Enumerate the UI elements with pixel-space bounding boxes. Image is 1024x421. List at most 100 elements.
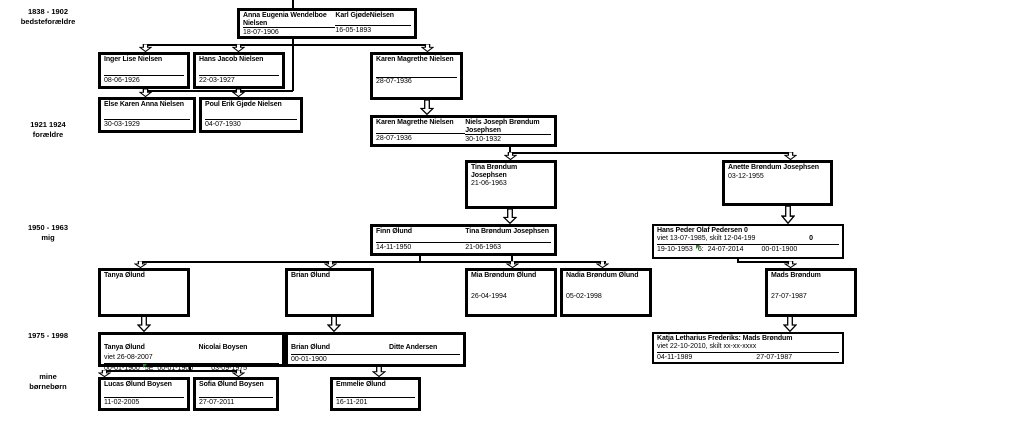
descent-arrow-icon (232, 370, 245, 377)
descent-arrow-icon (139, 89, 152, 97)
generation-label-foraeldre: 1921 1924 forældre (2, 120, 94, 140)
connector-line (292, 0, 294, 9)
person-box-mia-broendum-oelund[interactable]: Mia Brøndum Ølund 26-04-1994 (465, 268, 557, 317)
person-box-hans-jacob-nielsen[interactable]: Hans Jacob Nielsen 22-03-1927 (193, 52, 285, 89)
connector-line (510, 152, 792, 154)
descent-arrow-icon (421, 44, 434, 52)
person-name: Karl GjødeNielsen (335, 12, 394, 19)
date-value: 00-01-1900 (157, 365, 194, 373)
person-name: Inger Lise Nielsen (104, 56, 163, 63)
birth-date: 19-10-1953 (657, 245, 693, 253)
person-box-tanya-oelund[interactable]: Tanya Ølund (98, 268, 190, 317)
person-box-lucas-oelund-boysen[interactable]: Lucas Ølund Boysen 11-02-2005 (98, 377, 190, 411)
person-name: Anna Eugenia Wendelboe Nielsen (243, 12, 327, 27)
person-box-anna-karl[interactable]: Anna Eugenia Wendelboe Nielsen 18-07-190… (237, 8, 417, 39)
person-box-poul-erik-gjoede-nielsen[interactable]: Poul Erik Gjøde Nielsen 04-07-1930 (199, 97, 303, 133)
descent-arrow-icon (783, 316, 797, 332)
person-box-karen-magrethe-nielsen[interactable]: Karen Magrethe Nielsen 28-07-1936 (370, 52, 463, 100)
descent-arrow-icon (139, 44, 152, 52)
person-box-sofia-oelund-boysen[interactable]: Sofia Ølund Boysen 27-07-2011 (193, 377, 279, 411)
descent-arrow-icon (506, 261, 519, 268)
generation-label-bedsteforaeldre: 1838 - 1902 bedsteforældre (2, 7, 94, 27)
descent-arrow-icon (784, 152, 797, 160)
person-box-hans-peder-olaf-pedersen[interactable]: Hans Peder Olaf Pedersen 0 viet 13-07-19… (652, 224, 844, 259)
generation-label-boernebørn: mine børnebørn (2, 372, 94, 392)
person-box-brian-oelund[interactable]: Brian Ølund (285, 268, 374, 317)
date-value: 00-01-1900 (291, 356, 327, 363)
marriage-info: viet 13-07-1985, skilt 12-04-199 (657, 234, 756, 242)
person-box-tina-broendum-josephsen[interactable]: Tina Brøndum Josephsen 21-06-1963 (465, 160, 557, 209)
person-name: Anette Brøndum Josephsen (728, 164, 819, 171)
person-name: Hans Peder Olaf Pedersen 0 (657, 227, 748, 234)
birth-date: 03-12-1955 (728, 172, 764, 180)
birth-date: 27-07-2011 (199, 397, 273, 407)
person-name: Niels Joseph Brøndum Josephsen (465, 119, 540, 134)
generation-name-line2: børnebørn (29, 382, 67, 391)
birth-date: 21-06-1963 (471, 180, 507, 188)
generation-name: mig (41, 233, 55, 242)
connector-line (145, 90, 293, 92)
person-name: Nicolai Boysen (198, 344, 248, 351)
annotation-flag: 5E (142, 363, 154, 373)
birth-date: 16-05-1893 (335, 25, 411, 35)
person-box-finn-tina[interactable]: Finn Ølund 14-11-1950 Tina Brøndum Josep… (370, 224, 557, 256)
person-name: Tina Brøndum Josephsen (465, 228, 549, 235)
descent-arrow-icon (232, 44, 245, 52)
generation-label-mig: 1950 - 1963 mig (2, 223, 94, 243)
date-value: 00-01-1900 (761, 245, 798, 253)
person-name: Finn Ølund (376, 228, 412, 235)
generation-years: 1921 1924 (30, 120, 66, 129)
person-name: Ditte Andersen (389, 344, 438, 351)
marriage-info: viet 22-10-2010, skilt xx-xx-xxxx (657, 342, 757, 350)
descent-arrow-icon (784, 261, 797, 268)
generation-name-line1: mine (39, 372, 57, 381)
person-box-anette-broendum-josephsen[interactable]: Anette Brøndum Josephsen 03-12-1955 (722, 160, 833, 206)
person-name: Mia Brøndum Ølund (471, 272, 537, 279)
person-name: Poul Erik Gjøde Nielsen (205, 101, 282, 108)
descent-arrow-icon (503, 209, 517, 224)
person-name: Hans Jacob Nielsen (199, 56, 264, 63)
person-box-emmelie-oelund[interactable]: Emmelie Ølund 16-11-201 (330, 377, 421, 411)
birth-date: 05-02-1998 (566, 292, 602, 300)
birth-date: 14-11-1950 (376, 242, 466, 252)
connector-line (292, 37, 294, 91)
birth-date: 22-03-1927 (199, 75, 279, 85)
person-box-nadia-broendum-oelund[interactable]: Nadia Brøndum Ølund 05-02-1998 (560, 268, 652, 317)
descent-arrow-icon (596, 261, 609, 268)
person-name: Else Karen Anna Nielsen (104, 101, 184, 108)
person-name: Brian Ølund (291, 344, 330, 351)
marriage-info: viet 26-08-2007 (104, 354, 153, 361)
connector-line (419, 256, 421, 263)
person-box-brian-ditte[interactable]: Brian Ølund Ditte Andersen 00-01-1900 (285, 332, 466, 367)
date-value: 00-01-1900 (104, 365, 140, 373)
person-name: Katja Letharius Frederiks: Mads Brøndum (657, 335, 793, 342)
person-name: Tanya Ølund (104, 344, 145, 351)
person-box-karen-niels[interactable]: Karen Magrethe Nielsen 28-07-1936 Niels … (370, 115, 557, 147)
person-name: Emmelie Ølund (336, 381, 386, 388)
person-name: Karen Magrethe Nielsen (376, 119, 454, 126)
birth-date: 26-04-1994 (471, 292, 507, 300)
descent-arrow-icon (98, 370, 111, 377)
birth-date: 18-07-1906 (243, 27, 336, 37)
person-box-tanya-nicolai[interactable]: Tanya Ølund Nicolai Boysen viet 26-08-20… (98, 332, 285, 372)
birth-date: 16-11-201 (336, 397, 415, 407)
person-box-inger-lise-nielsen[interactable]: Inger Lise Nielsen 08-06-1926 (98, 52, 190, 89)
birth-date: 03-09-1975 (211, 365, 247, 373)
birth-date: 30-03-1929 (104, 119, 190, 129)
generation-years: 1975 - 1998 (27, 331, 69, 340)
birth-date: 08-06-1926 (104, 75, 184, 85)
generation-years: 1950 - 1963 (27, 223, 69, 232)
descent-arrow-icon (134, 261, 147, 268)
person-box-katja-mads[interactable]: Katja Letharius Frederiks: Mads Brøndum … (652, 332, 844, 364)
connector-line (509, 147, 511, 154)
generation-name: bedsteforældre (20, 17, 76, 26)
person-name: Karen Magrethe Nielsen (376, 56, 454, 63)
person-box-else-karen-anna-nielsen[interactable]: Else Karen Anna Nielsen 30-03-1929 (98, 97, 196, 133)
descent-arrow-icon (781, 206, 795, 224)
descent-arrow-icon (137, 316, 151, 332)
person-box-mads-broendum[interactable]: Mads Brøndum 27-07-1987 (765, 268, 857, 317)
connector-line (737, 261, 791, 263)
birth-date: 30-10-1932 (465, 134, 551, 144)
connector-line (104, 370, 239, 372)
descent-arrow-icon (232, 89, 245, 97)
